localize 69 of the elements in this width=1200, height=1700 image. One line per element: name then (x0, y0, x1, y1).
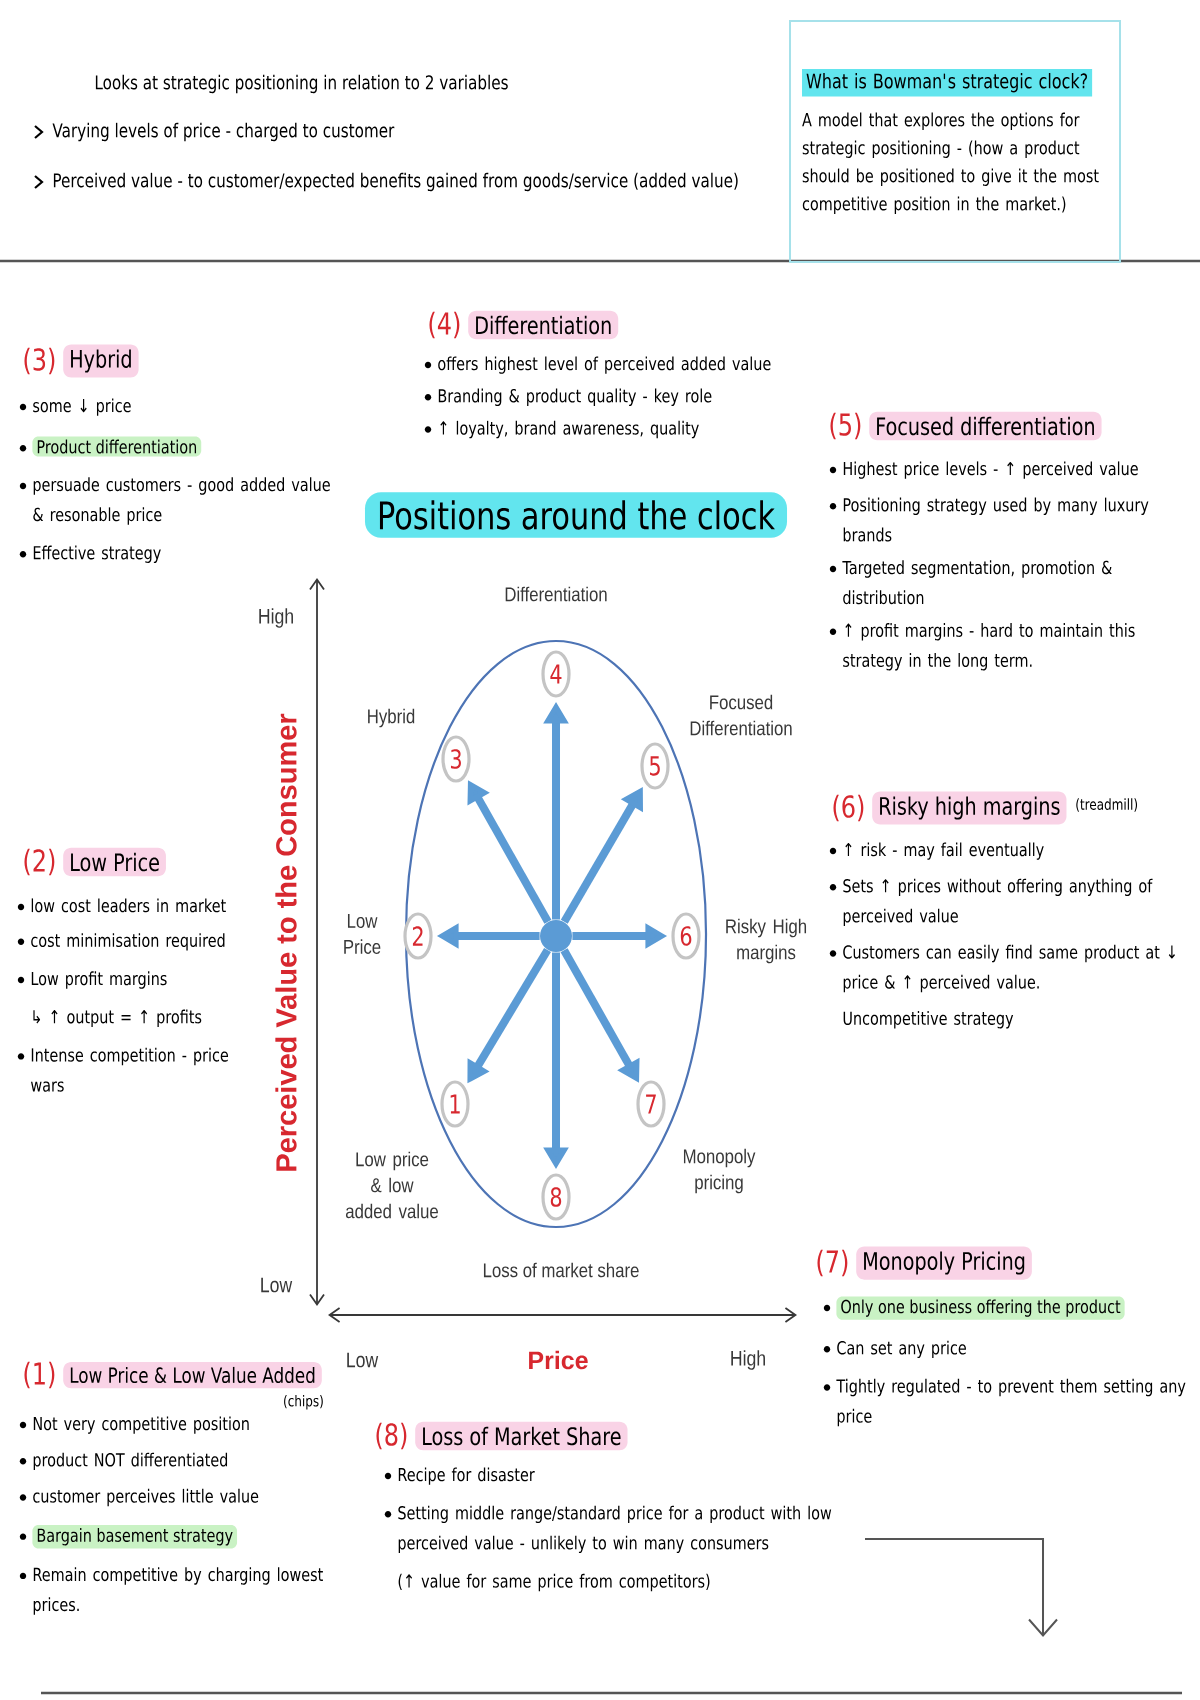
bullet-text: Targeted segmentation, promotion & distribution (842, 560, 1112, 605)
bullet-text: Branding & product quality - key role (438, 388, 712, 407)
axis-label: High (731, 1350, 765, 1370)
definition-box: What is Bowman's strategic clock? A model that explores the options for strategic positioning - (how a product should be positioned to give it the most competitive position in the market.) (789, 20, 1121, 263)
section-number: (3) (24, 347, 55, 375)
hub-dot (540, 920, 572, 952)
bullet-text: Low profit margins (31, 971, 167, 989)
bullet-text: Setting middle range/standard price for a product with low perceived value - unlikely to win many consumers (398, 1505, 832, 1554)
bullet-text: some ↓ price (33, 398, 131, 416)
highlighted-heading: Low Price (63, 847, 166, 877)
bullet-text: Not very competitive position (33, 1416, 249, 1434)
example-note: (chips) (284, 1394, 323, 1410)
example-note: (treadmill) (1076, 798, 1138, 812)
position-label: Low price & low added value (345, 1151, 438, 1219)
bullet-text: Remain competitive by charging lowest prices. (33, 1567, 323, 1615)
highlighted-heading: Risky high margins (872, 791, 1067, 825)
section-number: (7) (817, 1249, 848, 1277)
bullet-text: Customers can easily find same product at ↓ price & ↑ perceived value. (843, 944, 1175, 993)
section-number: (2) (24, 848, 55, 876)
bullet-text: (↑ value for same price from competitors) (398, 1573, 710, 1592)
bullet-text: Recipe for disaster (398, 1467, 535, 1485)
position-label: Differentiation (505, 586, 607, 602)
bullet-text: ↑ profit margins - hard to maintain this strategy in the long term. (843, 623, 1135, 671)
axis-title: Price (529, 1350, 588, 1370)
bullet-text: ↑ loyalty, brand awareness, quality (440, 420, 699, 439)
highlighted-heading: Differentiation (468, 310, 619, 340)
highlighted-heading: Monopoly Pricing (856, 1246, 1032, 1280)
bullet-text: Highest price levels - ↑ perceived value (843, 461, 1138, 479)
axis-label: Low (261, 1277, 293, 1293)
bullet-text: offers highest level of perceived added value (438, 356, 771, 374)
position-label: Focused Differentiation (690, 694, 792, 736)
bullet-text: Intense competition - price wars (31, 1047, 228, 1092)
position-label: Low Price (344, 914, 381, 954)
highlighted-heading: Low Price & Low Value Added (63, 1361, 322, 1389)
position-label: Risky High margins (726, 918, 807, 964)
position-label: Loss of market share (483, 1262, 639, 1278)
axis-title: Perceived Value to the Consumer (275, 713, 297, 1171)
intro-text: Perceived value - to customer/expected benefits gained from goods/service (added value) (53, 172, 738, 192)
bullet-text: cost minimisation required (31, 933, 225, 951)
highlighted-text: Bargain basement strategy (32, 1525, 238, 1549)
intro-text: Varying levels of price - charged to customer (52, 122, 395, 142)
bullet-text: Effective strategy (33, 545, 161, 563)
section-number: (4) (429, 311, 460, 339)
axis-label: Low (347, 1352, 379, 1368)
bullet-text: Can set any price (837, 1340, 966, 1359)
section-number: (5) (830, 412, 861, 440)
bullet-text: Uncompetitive strategy (843, 1011, 1014, 1029)
bullet-text: Tightly regulated - to prevent them setting any price (836, 1378, 1186, 1427)
bullet-text: product NOT differentiated (33, 1452, 228, 1471)
page-title: Positions around the clock (365, 492, 788, 538)
bullet-text: ↑ risk - may fail eventually (845, 842, 1044, 860)
highlighted-text: Product differentiation (32, 436, 202, 457)
bullet-text: customer perceives little value (33, 1488, 259, 1507)
highlighted-heading: Focused differentiation (869, 411, 1102, 441)
section-number: (8) (376, 1422, 407, 1450)
position-label: Monopoly pricing (683, 1148, 756, 1194)
axis-label: High (259, 608, 293, 628)
bullet-text: Sets ↑ prices without offering anything of perceived value (843, 878, 1153, 927)
section-number: (6) (833, 794, 864, 822)
bullet-text: low cost leaders in market (31, 898, 226, 913)
intro-text: Looks at strategic positioning in relation to 2 variables (95, 74, 508, 94)
position-label: Hybrid (368, 708, 415, 728)
section-number: (1) (24, 1361, 55, 1389)
bullet-text: ↳ ↑ output = ↑ profits (33, 1009, 202, 1027)
bullet-text: persuade customers - good added value & resonable price (33, 477, 330, 525)
bullet-text: Positioning strategy used by many luxury brands (843, 497, 1149, 542)
highlighted-heading: Loss of Market Share (415, 1421, 628, 1451)
highlighted-heading: Hybrid (63, 344, 139, 378)
highlighted-text: Only one business offering the product (836, 1296, 1125, 1320)
